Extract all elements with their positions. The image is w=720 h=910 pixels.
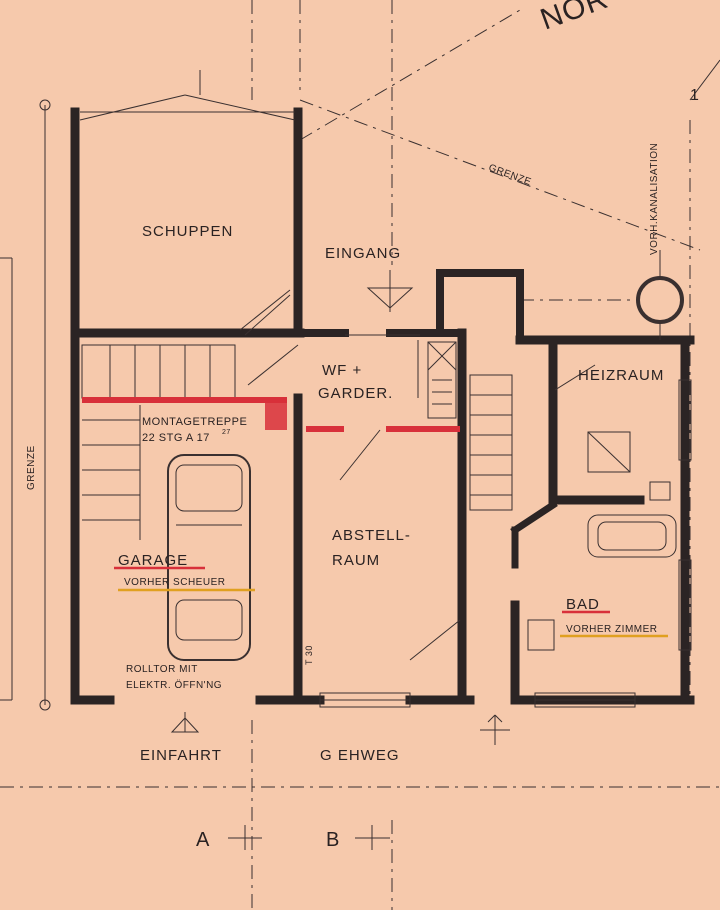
room-schuppen: SCHUPPEN [142, 223, 233, 240]
label-eingang: EINGANG [325, 245, 401, 262]
red-beams [82, 397, 460, 432]
bottom-arrows [170, 712, 510, 745]
bad-note: VORHER ZIMMER [566, 624, 658, 635]
room-heizraum: HEIZRAUM [578, 367, 664, 384]
car-symbol [167, 454, 251, 661]
montagetreppe-line2: 22 STG A 17 [142, 432, 210, 444]
drain-circle [636, 250, 684, 340]
room-bad: BAD [566, 596, 600, 613]
room-abstell-line1: ABSTELL- [332, 527, 411, 544]
section-markers [228, 825, 390, 850]
entrance-arrow [366, 270, 414, 312]
label-einfahrt: EINFAHRT [140, 747, 222, 764]
t30-label: T 30 [304, 645, 314, 665]
section-a-label: A [196, 829, 210, 851]
room-abstell-line2: RAUM [332, 552, 380, 569]
room-wf-line1: WF + [322, 362, 362, 379]
rolltor-line2: ELEKTR. ÖFFN'NG [126, 679, 222, 691]
rolltor-line1: ROLLTOR MIT [126, 664, 198, 675]
garage-note: VORHER SCHEUER [124, 577, 225, 588]
label-gehweg: G EHWEG [320, 747, 400, 764]
room-garage: GARAGE [118, 552, 188, 569]
left-dimension-line [0, 99, 51, 711]
section-b-label: B [326, 829, 340, 851]
labels: NOR 1 GRENZE GRENZE VORH.KANALISATION SC… [26, 0, 700, 851]
grenze-diagonal-label: GRENZE [487, 162, 533, 188]
room-wf-line2: GARDER. [318, 385, 393, 402]
montagetreppe-line1: MONTAGETREPPE [142, 416, 247, 428]
montagetreppe-sup: 27 [222, 429, 231, 436]
thin-details [79, 94, 692, 708]
compass-fragment: NOR [536, 0, 613, 37]
number-fragment: 1 [690, 87, 700, 104]
vorh-kanalisation-label: VORH.KANALISATION [649, 143, 660, 255]
grenze-left-label: GRENZE [26, 445, 37, 490]
walls [70, 107, 695, 705]
marker-underlines [114, 566, 668, 638]
